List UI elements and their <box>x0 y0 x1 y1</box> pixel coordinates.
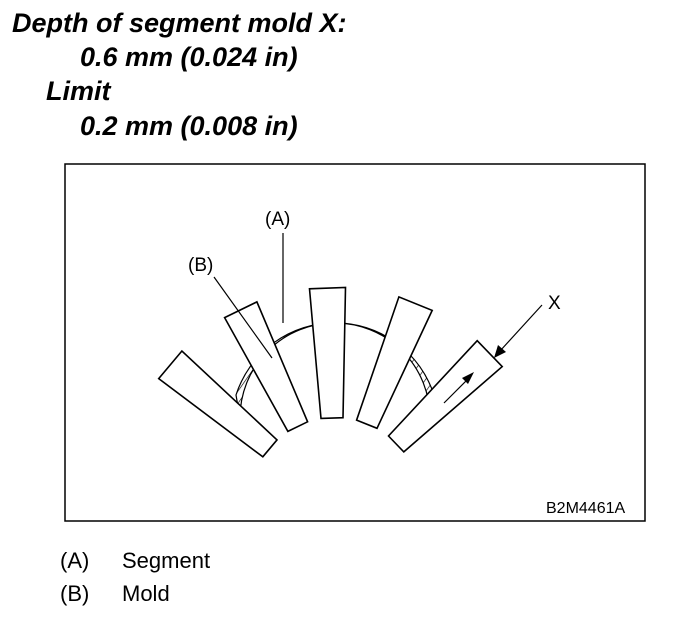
legend-key-a: (A) <box>60 548 90 573</box>
dimension-arrow-x-bottom <box>462 372 474 384</box>
dimension-arrow-x-top <box>494 345 506 358</box>
figure-code: B2M4461A <box>546 500 625 517</box>
label-x: X <box>548 293 561 314</box>
label-a: (A) <box>265 209 290 230</box>
limit-label: Limit <box>46 76 111 106</box>
segment-bar <box>157 349 279 458</box>
commutator-diagram: (A) (B) X B2M4461A <box>64 163 646 522</box>
standard-value: 0.6 mm (0.024 in) <box>80 42 298 72</box>
segment-bar <box>223 300 309 433</box>
limit-value: 0.2 mm (0.008 in) <box>80 111 298 141</box>
segment-bar <box>308 286 347 420</box>
spec-heading: Depth of segment mold X: <box>12 8 347 38</box>
legend-text-mold: Mold <box>122 581 170 606</box>
dimension-line-x <box>499 304 543 352</box>
segment-bar <box>387 339 504 454</box>
legend-text-segment: Segment <box>122 548 211 573</box>
segment-bar <box>355 295 434 430</box>
segment-group <box>157 286 504 458</box>
label-b: (B) <box>188 255 213 276</box>
legend-key-b: (B) <box>60 581 90 606</box>
figure-border <box>64 163 646 522</box>
leader-b <box>213 276 273 359</box>
